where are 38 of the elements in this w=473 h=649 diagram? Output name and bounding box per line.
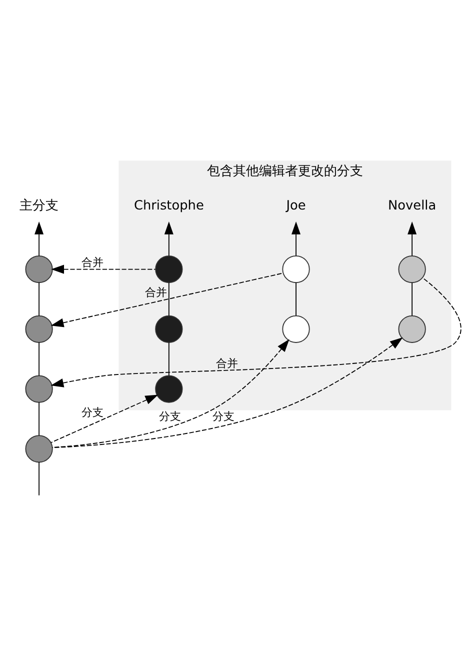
node-circle [155,254,183,283]
edge-label: 合并 [144,286,167,299]
node-circle [282,254,310,283]
arrow [50,276,462,387]
arrow [292,221,301,256]
node-circle [25,314,53,342]
node-text: Christophe [134,198,204,214]
connector [38,282,40,316]
arrow [164,221,174,256]
node-circle [155,374,183,402]
connector [38,461,40,496]
edge-label: 分支 [158,410,181,423]
connector [412,282,413,316]
node-text: Novella [388,198,436,214]
connector [168,282,170,316]
arrow [34,221,44,256]
arrow [408,221,417,256]
node-circle [155,314,183,342]
connector [38,342,40,376]
edge-label: 合并 [216,356,238,370]
connector [38,402,40,436]
node-circle [25,254,53,283]
node-circle [398,254,426,283]
node-text: Joe [286,198,306,214]
arrow [52,336,403,448]
arrow [50,272,284,327]
arrow [50,394,158,443]
arrow [52,338,290,448]
connector [168,342,170,376]
arrow [51,264,156,274]
node-circle [25,374,53,402]
node-circle [25,434,53,462]
edge-label: 分支 [212,409,234,422]
edge-label: 分支 [82,405,104,418]
node-circle [282,314,310,342]
node-circle [398,314,426,342]
edge-label: 合并 [82,256,104,269]
node-text: 主分支 [20,198,59,214]
